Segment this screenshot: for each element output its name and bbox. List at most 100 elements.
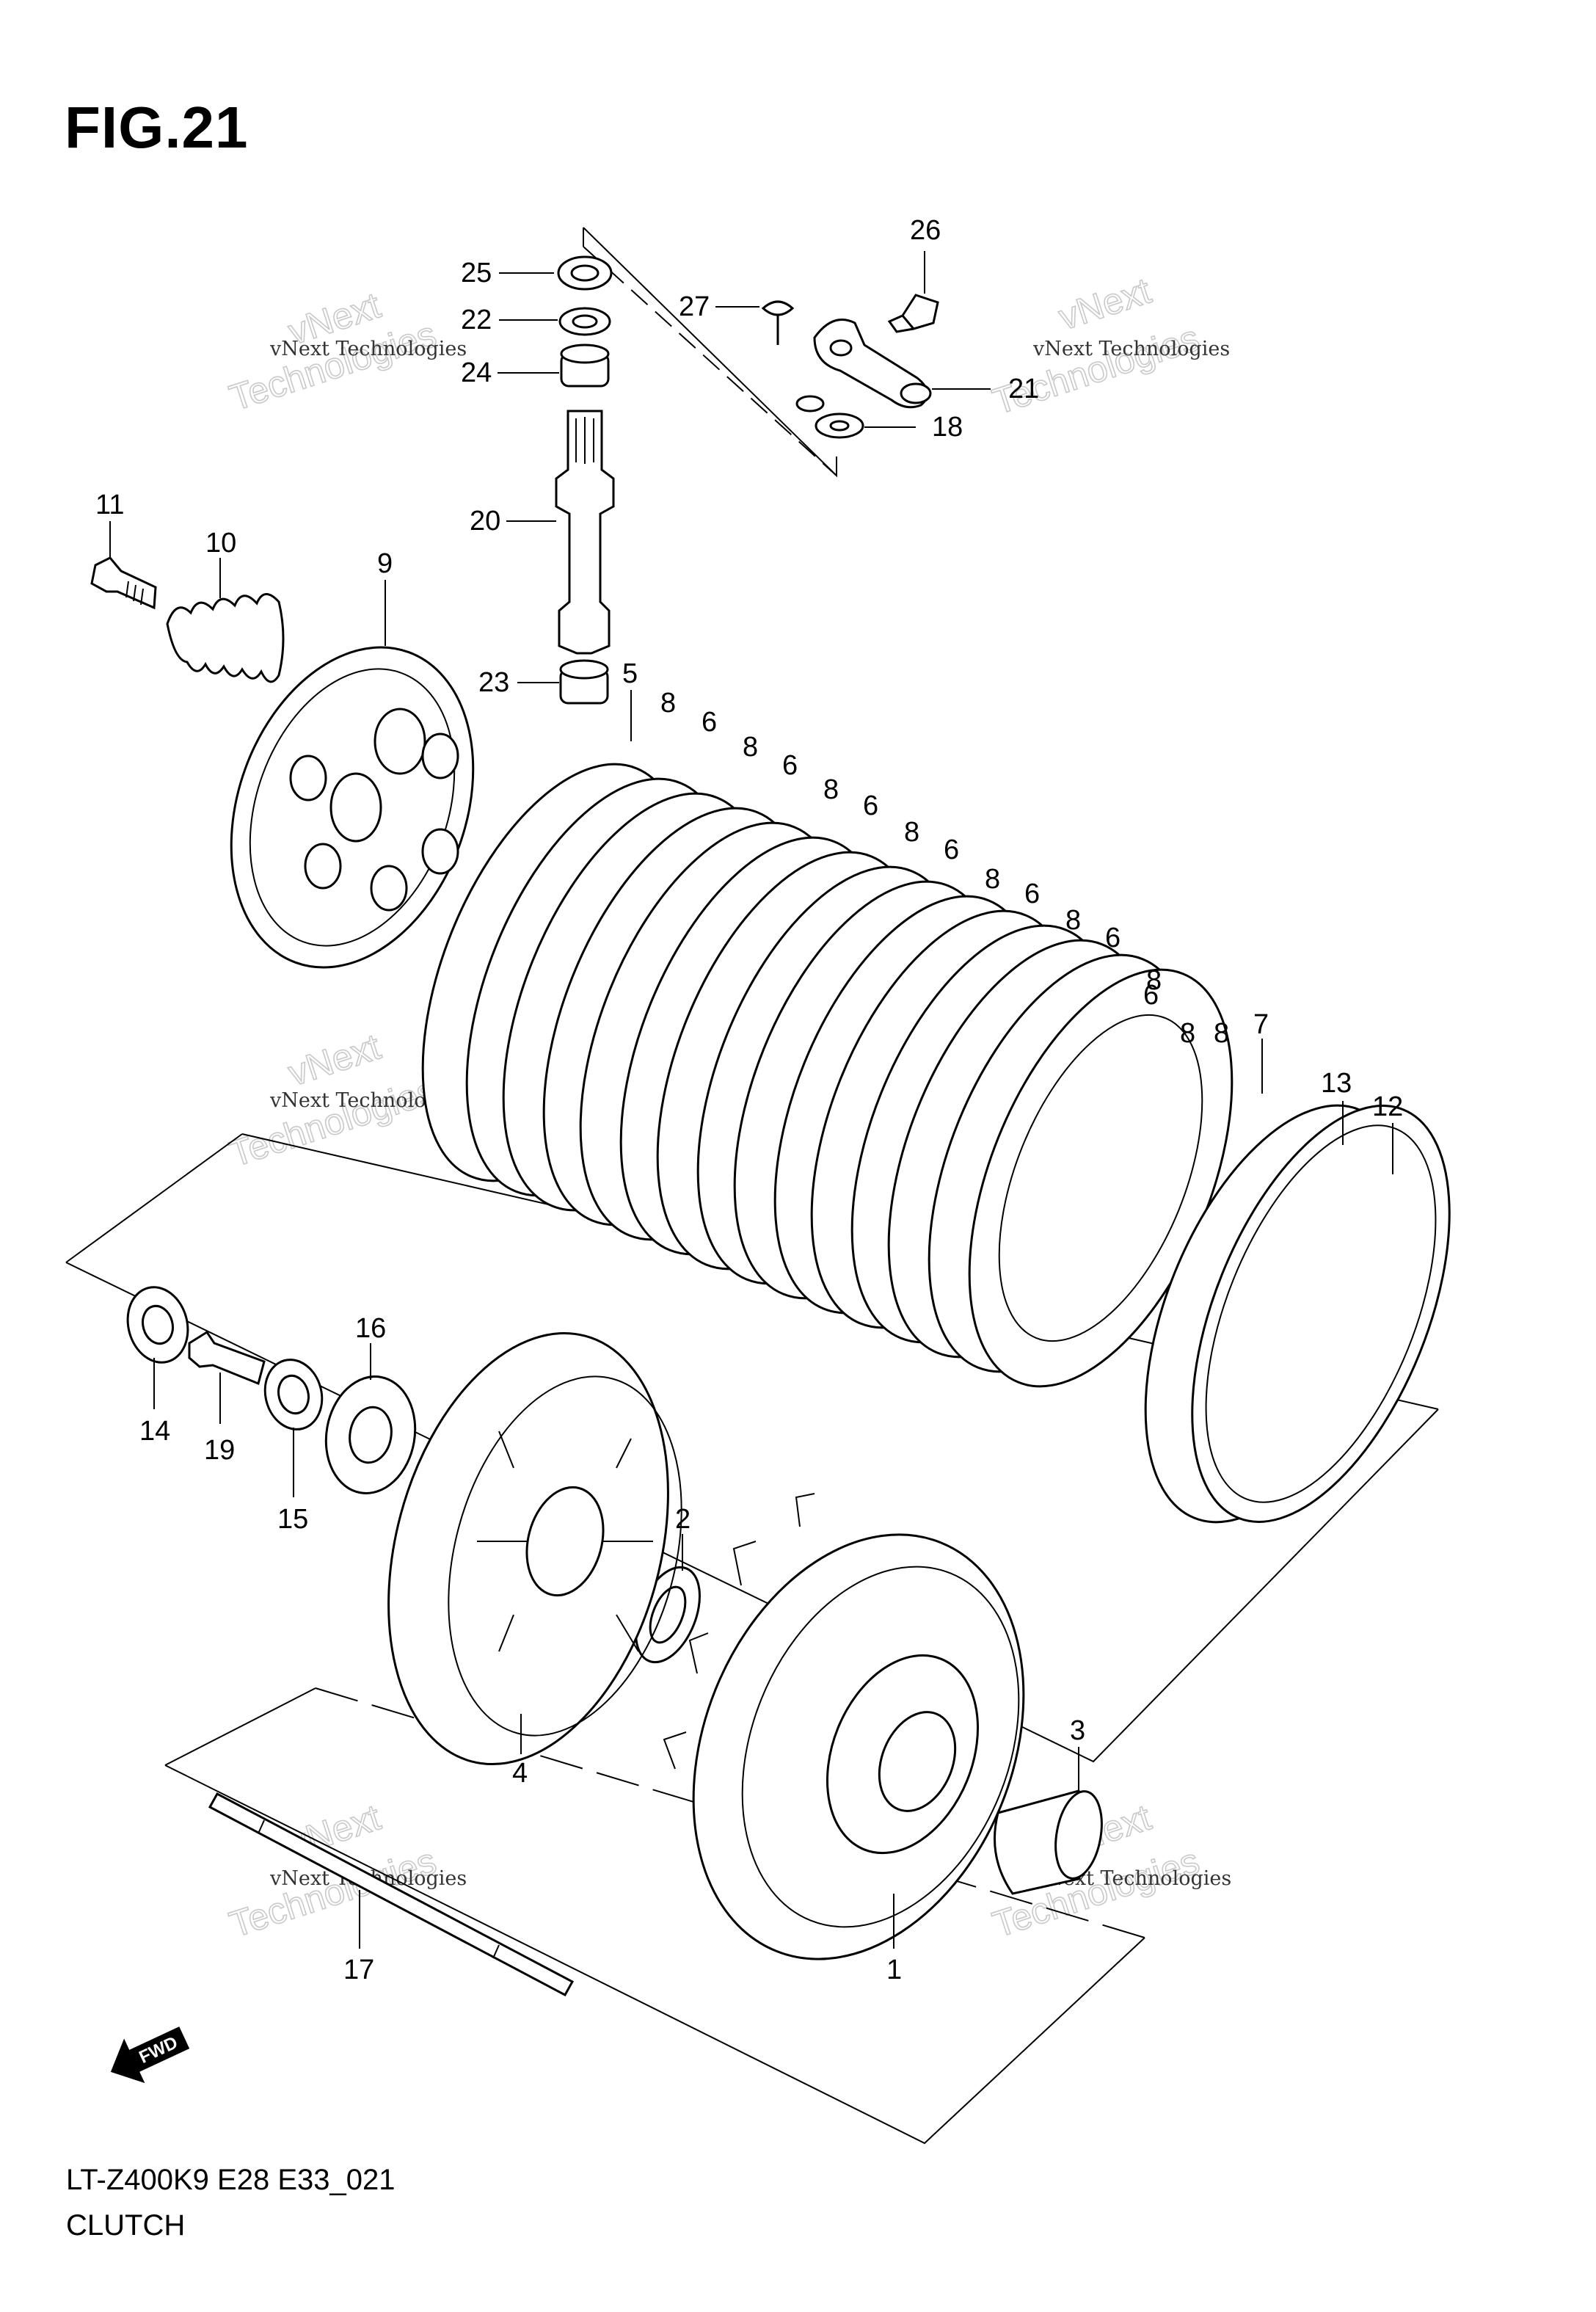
- frame-hub-group: [164, 1687, 1145, 2145]
- part-17-rod-steps: [258, 1820, 500, 1959]
- callout-6-4: 6: [944, 835, 959, 865]
- callout-11: 11: [95, 490, 124, 520]
- callout-19: 19: [204, 1435, 235, 1466]
- part-9-boss-2: [421, 733, 459, 779]
- callout-24: 24: [461, 357, 492, 388]
- callout-27: 27: [679, 291, 710, 322]
- callout-22: 22: [461, 305, 492, 335]
- fwd-direction-marker: FWD: [110, 2026, 190, 2084]
- watermark-big-ml: Technologies: [225, 1069, 441, 1174]
- release-shaft-assembly: [555, 255, 615, 705]
- pushrod-group: [208, 1792, 575, 1997]
- part-15-bearing-bore: [277, 1374, 310, 1415]
- callout-14: 14: [139, 1416, 170, 1447]
- part-27-screw: [761, 300, 795, 345]
- part-11-bolt-thread: [125, 581, 144, 606]
- part-9-boss-6: [289, 755, 327, 801]
- callout-12: 12: [1372, 1091, 1403, 1122]
- part-4-hub-face: [448, 1375, 682, 1737]
- leader-lines: [109, 251, 1393, 1949]
- part-10-spring: [166, 593, 285, 683]
- callout-2: 2: [675, 1504, 690, 1535]
- part-26-bolt: [887, 294, 939, 333]
- part-1-gear-rim: [741, 1566, 1020, 1928]
- watermark-big-tr: Technologies: [988, 317, 1204, 422]
- part-18-washer-hole: [829, 420, 850, 432]
- part-16-washer-spline: [349, 1406, 393, 1464]
- part-12-wire-ring: [1191, 1105, 1451, 1523]
- callout-8-3: 8: [823, 774, 839, 805]
- pressure-plate-group: [90, 556, 475, 969]
- part-9-boss-3: [421, 828, 459, 875]
- frame-release-dash: [583, 246, 837, 476]
- watermark-big-ml-2: vNext: [283, 1026, 385, 1094]
- part-23-bearing-top: [559, 659, 609, 680]
- clutch-plate-stack: [421, 763, 1451, 1524]
- callout-6-5: 6: [1024, 879, 1040, 909]
- part-27-washer: [795, 395, 825, 412]
- sleeve-hub-group: [387, 1332, 682, 1765]
- callout-numbers: 25 22 24 20 23 26 27 21 18 11 10 9 5 8 6…: [95, 215, 1403, 1985]
- fwd-arrow-icon: [110, 2026, 190, 2084]
- part-19-pushrod-piece: [188, 1330, 266, 1386]
- callout-8-7: 8: [1146, 965, 1162, 996]
- callout-26: 26: [910, 215, 941, 246]
- part-20-release-shaft: [555, 410, 615, 655]
- callout-18: 18: [932, 412, 963, 443]
- part-24-bearing-top: [560, 343, 610, 364]
- figure-title: FIG.21: [65, 95, 249, 160]
- callout-9: 9: [377, 548, 393, 579]
- part-4-hub-center: [525, 1486, 605, 1597]
- callout-15: 15: [277, 1504, 308, 1535]
- clutch-housing-group: [663, 1493, 1103, 1960]
- callout-8-2: 8: [743, 732, 758, 763]
- callout-6-7: 6: [1143, 980, 1159, 1011]
- part-3-spacer-end: [1054, 1790, 1103, 1880]
- part-25-oil-seal-inner: [570, 264, 600, 282]
- callout-6-3: 6: [863, 790, 878, 821]
- callout-16: 16: [355, 1313, 386, 1344]
- watermark-label-tr: vNext Technologies: [1032, 338, 1230, 360]
- callout-8-8: 8: [1180, 1018, 1195, 1049]
- callout-8-5: 8: [985, 864, 1000, 895]
- part-1-hub-bore: [878, 1711, 957, 1812]
- part-11-bolt: [90, 556, 157, 610]
- callout-21: 21: [1008, 374, 1039, 404]
- callout-8-6: 8: [1065, 905, 1081, 936]
- part-2-washer-hole: [649, 1585, 687, 1644]
- part-9-boss-1: [374, 708, 426, 775]
- release-arm-assembly: [761, 294, 939, 439]
- callout-13: 13: [1321, 1068, 1352, 1099]
- part-14-bearing-bore: [142, 1304, 174, 1345]
- watermark-label-tl: vNext Technologies: [269, 338, 467, 360]
- callout-5: 5: [622, 658, 638, 689]
- part-1-housing-fingers: [663, 1493, 815, 1770]
- part-9-center-boss: [329, 772, 382, 843]
- callout-7: 7: [1253, 1009, 1269, 1040]
- callout-8-4: 8: [904, 817, 919, 848]
- callout-4: 4: [512, 1758, 528, 1789]
- callout-6-1: 6: [702, 707, 717, 738]
- part-22-washer-hole: [572, 314, 598, 329]
- frame-release-shaft: [583, 227, 837, 478]
- callout-1: 1: [886, 1955, 902, 1985]
- callout-8-9: 8: [1214, 1018, 1229, 1049]
- callout-8-1: 8: [660, 688, 676, 719]
- callout-17: 17: [343, 1955, 374, 1985]
- watermark-big-tr-2: vNext: [1054, 270, 1156, 338]
- section-name: CLUTCH: [66, 2209, 186, 2242]
- callout-23: 23: [478, 667, 509, 698]
- part-21-arm-bore: [829, 339, 853, 357]
- part-4-hub-spokes: [477, 1431, 653, 1652]
- callout-6-6: 6: [1105, 923, 1121, 953]
- callout-3: 3: [1070, 1715, 1085, 1746]
- part-9-boss-5: [304, 843, 342, 890]
- part-20-spline-lines: [575, 417, 594, 464]
- callout-6-2: 6: [782, 750, 798, 781]
- part-17-push-rod: [208, 1792, 575, 1997]
- callout-25: 25: [461, 258, 492, 288]
- part-9-boss-4: [370, 865, 408, 912]
- plate-7-inner: [998, 1014, 1203, 1342]
- callout-20: 20: [470, 506, 500, 537]
